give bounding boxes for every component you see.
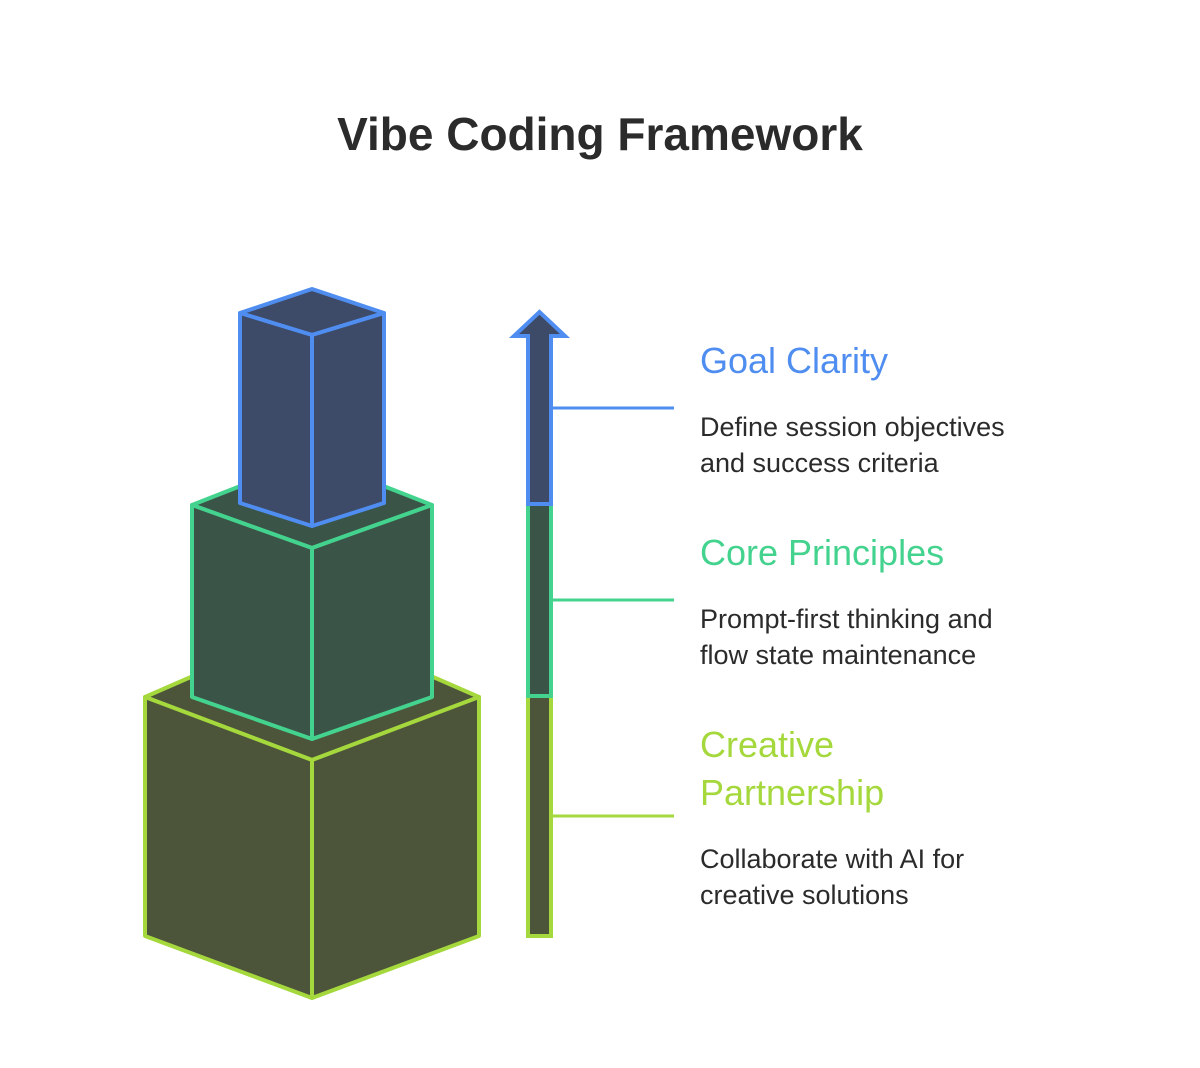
level-heading-line: Goal Clarity [700, 340, 888, 381]
level-heading-creative-partnership: Creative Partnership [700, 724, 884, 813]
level-heading-goal-clarity: Goal Clarity [700, 340, 888, 381]
level-description-line: flow state maintenance [700, 640, 976, 670]
level-heading-line: Creative [700, 724, 834, 765]
block-core-principles-left [190, 503, 314, 741]
arrow-segment-core-principles [526, 502, 553, 698]
level-heading-core-principles: Core Principles [700, 532, 944, 573]
level-description-line: Prompt-first thinking and [700, 604, 993, 634]
block-core-principles [190, 456, 434, 741]
block-goal-clarity-left [238, 311, 314, 528]
arrow-segment-creative-partnership [526, 694, 553, 938]
level-heading-line: Core Principles [700, 532, 944, 573]
page-title: Vibe Coding Framework [337, 108, 863, 160]
block-creative-partnership-right [310, 695, 481, 1000]
block-goal-clarity-right [310, 311, 386, 528]
level-description-line: Define session objectives [700, 412, 1005, 442]
level-heading-line: Partnership [700, 772, 884, 813]
block-core-principles-right [310, 503, 434, 741]
level-description-line: Collaborate with AI for [700, 844, 964, 874]
level-description-line: creative solutions [700, 880, 909, 910]
block-goal-clarity [238, 287, 386, 528]
progress-arrow [508, 309, 571, 938]
level-description-creative-partnership: Collaborate with AI for creative solutio… [700, 844, 972, 910]
level-description-core-principles: Prompt-first thinking and flow state mai… [700, 604, 1000, 670]
level-description-goal-clarity: Define session objectives and success cr… [700, 412, 1012, 478]
arrow-segment-goal-clarity [508, 309, 571, 506]
block-creative-partnership [143, 622, 481, 1000]
level-description-line: and success criteria [700, 448, 940, 478]
